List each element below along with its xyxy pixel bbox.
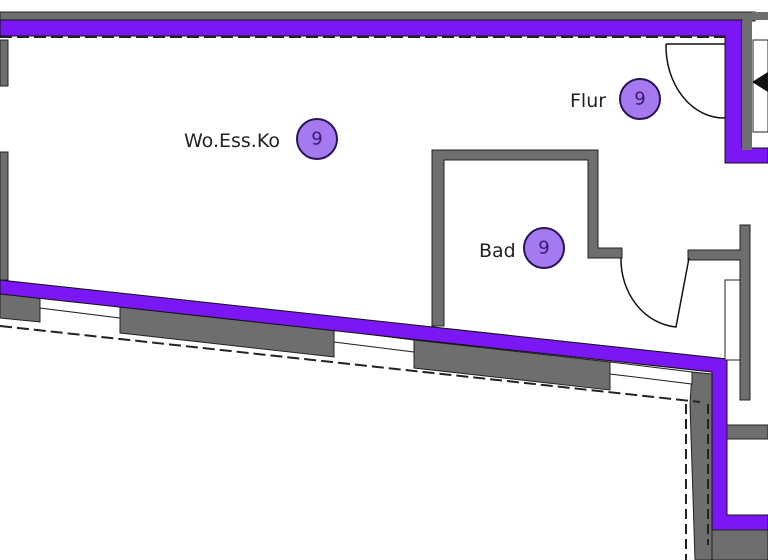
room-label-flur: Flur: [570, 90, 606, 112]
bottom-right-wall: [711, 529, 768, 560]
left-wall-upper: [0, 39, 9, 87]
room-label-bad: Bad: [479, 240, 516, 262]
triangle-left-icon: [752, 72, 768, 92]
left-wall-lower: [0, 151, 9, 281]
bad-right-wall: [687, 224, 751, 401]
bad-walls: [431, 149, 623, 327]
bad-door-swing: [620, 257, 690, 328]
entrance-wall: [742, 20, 752, 150]
shaft: [724, 279, 741, 361]
sloped-purple-wall: [0, 279, 768, 531]
room-badge: [619, 78, 661, 120]
wall-segment: [689, 371, 713, 560]
room-badge-number: 9: [311, 129, 322, 150]
top-right-wall: [752, 12, 768, 20]
room-badge: [296, 118, 338, 160]
lower-dashed-line: [0, 325, 701, 403]
room-label-wo-ess-ko: Wo.Ess.Ko: [184, 130, 280, 152]
room-badge-number: 9: [538, 238, 549, 259]
right-wall-mid: [726, 424, 768, 440]
wall-segment: [413, 339, 611, 391]
room-badge: [523, 227, 565, 269]
room-badge-number: 9: [634, 89, 645, 110]
flur-door-swing: [665, 43, 726, 119]
